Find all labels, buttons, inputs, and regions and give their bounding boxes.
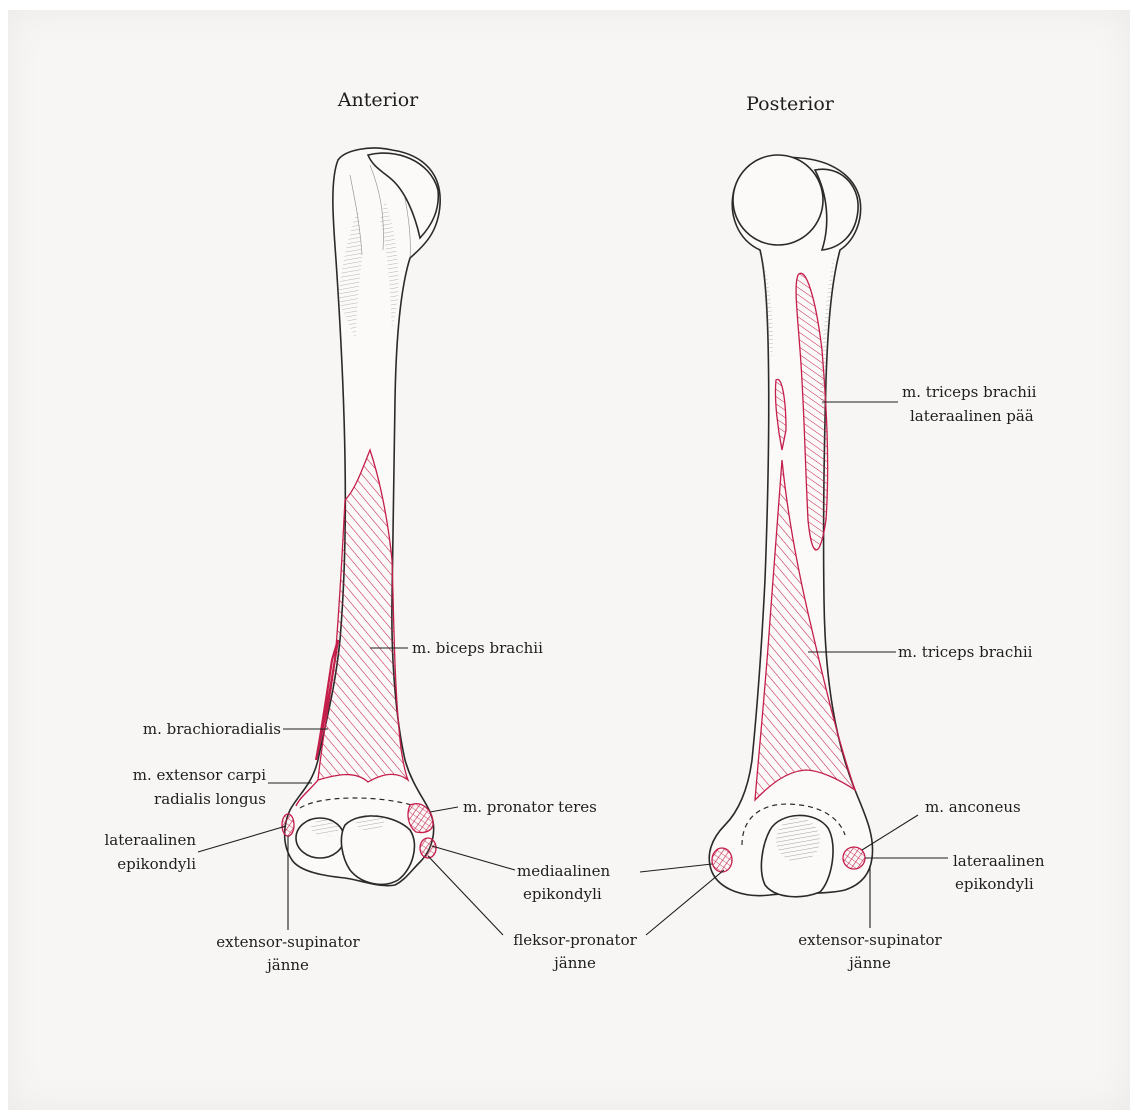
label-lateral-epicondyle-anterior-2: epikondyli [117, 855, 196, 873]
label-extensor-carpi-2: radialis longus [154, 790, 266, 808]
label-ext-sup-posterior-2: jänne [847, 954, 891, 972]
biceps-area [318, 450, 408, 782]
label-medial-epicondyle-1: mediaalinen [517, 862, 611, 880]
posterior-humerus [709, 155, 872, 897]
label-flexor-pronator-1: fleksor-pronator [513, 931, 637, 949]
posterior-title: Posterior [746, 93, 835, 115]
label-pronator-teres: m. pronator teres [463, 798, 597, 816]
label-flexor-pronator-2: jänne [552, 954, 596, 972]
anterior-fossa-1 [311, 820, 339, 836]
label-triceps-brachii: m. triceps brachii [898, 643, 1033, 661]
pronator-teres-area [408, 804, 433, 833]
label-triceps-lateral-1: m. triceps brachii [902, 383, 1037, 401]
posterior-humeral-head [733, 155, 823, 245]
leader-lateral-epicondyle-anterior [198, 826, 286, 852]
label-ext-sup-posterior-1: extensor-supinator [798, 931, 942, 949]
label-triceps-lateral-2: lateraalinen pää [910, 407, 1034, 425]
flexor-pronator-area [420, 838, 436, 858]
label-biceps-brachii: m. biceps brachii [412, 639, 543, 657]
label-lateral-epicondyle-posterior-1: lateraalinen [953, 852, 1045, 870]
anterior-title: Anterior [337, 89, 419, 111]
leader-medial-to-anterior [432, 846, 515, 870]
label-lateral-epicondyle-posterior-2: epikondyli [955, 875, 1034, 893]
leader-flexor-to-posterior [646, 870, 724, 935]
label-brachioradialis: m. brachioradialis [143, 720, 281, 738]
posterior-medial-epicondyle-area [712, 848, 732, 872]
anconeus-area [843, 847, 865, 869]
label-medial-epicondyle-2: epikondyli [523, 885, 602, 903]
label-extensor-carpi-1: m. extensor carpi [133, 766, 266, 784]
olecranon-shadow [776, 818, 820, 862]
label-ext-sup-anterior-2: jänne [265, 956, 309, 974]
leader-pronator-teres [430, 807, 458, 812]
label-anconeus: m. anconeus [925, 798, 1021, 816]
leader-flexor-to-anterior [428, 856, 503, 935]
label-lateral-epicondyle-anterior-1: lateraalinen [105, 831, 197, 849]
anterior-humerus [282, 148, 440, 886]
anterior-fossa-2 [356, 813, 384, 831]
extensor-supinator-area-anterior [282, 814, 294, 836]
label-ext-sup-anterior-1: extensor-supinator [216, 933, 360, 951]
leader-medial-to-posterior [640, 864, 712, 872]
